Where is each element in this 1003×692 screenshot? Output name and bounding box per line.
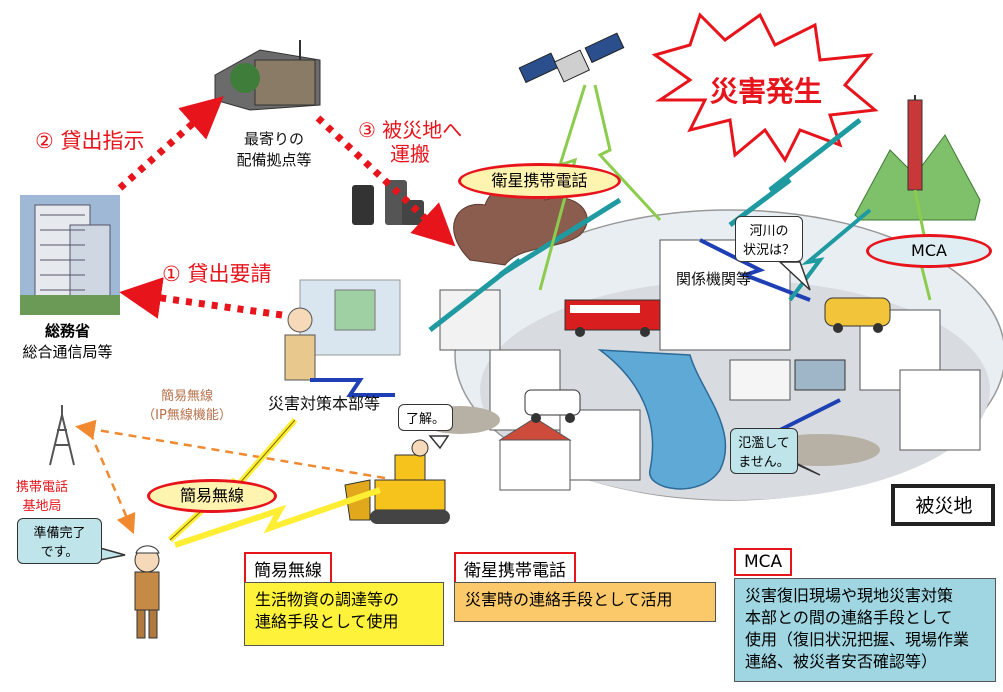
agencies-label: 関係機関等	[676, 270, 752, 288]
ministry-label: 総務省 総合通信局等	[5, 320, 130, 362]
ip-radio-arrow-2	[88, 431, 136, 535]
depot-building-illustration	[214, 40, 321, 111]
satellite-bolt-2	[538, 84, 587, 291]
disaster-title: 災害発生	[710, 75, 823, 108]
hq-label: 災害対策本部等	[268, 394, 381, 413]
legend-mca-line2: 本部との間の連絡手段として	[745, 608, 953, 627]
simple-radio-bolt-3	[310, 378, 395, 397]
cell-tower-illustration	[49, 405, 75, 466]
depot-label-line1: 最寄りの	[243, 130, 304, 148]
simple-radio-bolt-2	[174, 487, 381, 548]
disaster-area-frame	[891, 484, 995, 526]
disaster-bolt	[728, 118, 862, 227]
simple-radio-oval: 簡易無線	[147, 479, 277, 513]
simple-radio-ip-line2: （IP無線機能）	[142, 408, 232, 423]
simple-radio-ip-line1: 簡易無線	[160, 389, 213, 404]
satellite-bolt-3	[593, 84, 662, 222]
ready-bubble-line2: です。	[40, 545, 79, 560]
base-station-line1: 携帯電話	[15, 480, 68, 495]
satellite-bolt-1	[428, 197, 622, 332]
disaster-burst-shape	[651, 12, 879, 163]
legend-simple-radio-desc: 生活物資の調達等の 連絡手段として使用	[244, 582, 444, 646]
satellite-phone-oval: 衛星携帯電話	[458, 163, 621, 199]
legend-simple-radio-title: 簡易無線	[244, 552, 332, 585]
no-flood-bubble: 氾濫して ません。	[730, 428, 798, 474]
depot-label: 最寄りの 配備拠点等	[229, 128, 319, 170]
disaster-area-illustration	[420, 95, 1003, 501]
ready-bubble: 準備完了 です。	[17, 518, 102, 564]
lend-request-arrow	[119, 277, 283, 319]
step3-label-line2: 運搬	[390, 142, 430, 166]
flood-bubble-line2: ません。	[738, 455, 790, 470]
satellite-illustration	[518, 32, 625, 84]
river-bubble-line1: 河川の	[749, 224, 789, 239]
transport-arrow	[315, 115, 456, 247]
legend-mca-line1: 災害復旧現場や現地災害対策	[745, 586, 954, 605]
legend-mca-line4: 連絡、被災者安否確認等）	[745, 652, 938, 671]
legend-satellite-phone-desc: 災害時の連絡手段として活用	[454, 582, 716, 622]
ministry-label-line1: 総務省	[44, 322, 90, 340]
field-worker-illustration	[134, 545, 160, 639]
legend-mca-line3: 使用（復旧状況把握、現場作業	[745, 630, 970, 649]
ip-radio-arrow-1	[75, 419, 386, 480]
mca-oval: MCA	[866, 234, 992, 268]
legend-simple-radio-line1: 生活物資の調達等の	[255, 590, 400, 609]
legend-satellite-phone-title: 衛星携帯電話	[454, 552, 576, 585]
simple-radio-ip-label: 簡易無線 （IP無線機能）	[122, 385, 252, 423]
radio-devices-illustration	[352, 180, 424, 225]
ministry-label-line2: 総合通信局等	[22, 343, 113, 361]
legend-simple-radio-line2: 連絡手段として使用	[255, 612, 399, 631]
river-bubble-line2: 状況は？	[742, 243, 795, 258]
base-station-line2: 基地局	[22, 499, 62, 514]
step2-label: ② 貸出指示	[35, 129, 145, 153]
depot-label-line2: 配備拠点等	[236, 151, 312, 169]
step1-label: ① 貸出要請	[162, 262, 272, 286]
hq-office-illustration	[284, 279, 401, 381]
step3-label: ③ 被災地へ 運搬	[358, 118, 462, 166]
ministry-building-illustration	[20, 195, 120, 315]
step3-label-line1: ③ 被災地へ	[358, 118, 463, 142]
river-question-bubble: 河川の 状況は？	[735, 216, 803, 262]
legend-mca-desc: 災害復旧現場や現地災害対策 本部との間の連絡手段として 使用（復旧状況把握、現場…	[734, 578, 996, 682]
legend-mca-title: MCA	[734, 548, 793, 576]
roger-bubble: 了解。	[398, 404, 453, 431]
bulldozer-illustration	[344, 439, 450, 524]
base-station-label: 携帯電話 基地局	[12, 476, 72, 514]
mca-bolt-1	[699, 238, 811, 302]
disaster-area-label: 被災地	[915, 495, 973, 517]
ready-bubble-line1: 準備完了	[33, 526, 86, 541]
flood-bubble-line1: 氾濫して	[738, 436, 790, 451]
